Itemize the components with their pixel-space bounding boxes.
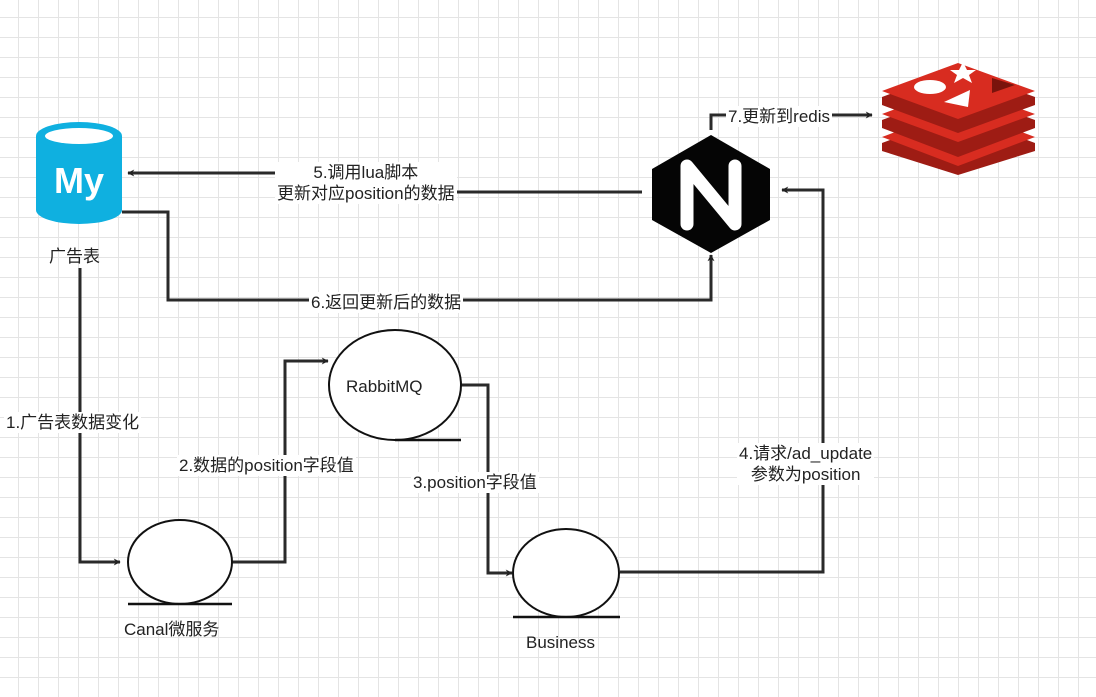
canal-node [127,519,233,606]
edge-6-mysql-to-nginx [122,210,715,302]
edge-5-label-line1: 5.调用lua脚本 [313,163,419,182]
edge-4-label-line1: 4.请求/ad_update [739,444,873,463]
edge-4-label-line2: 参数为position [750,465,861,484]
business-label: Business [526,633,595,652]
canal-label: Canal微服务 [124,620,220,639]
edge-1-mysql-to-canal [78,268,121,566]
mysql-logo-text: My [54,160,104,201]
rabbitmq-label: RabbitMQ [346,377,423,396]
nginx-hexagon-icon [652,135,770,253]
edge-4-label: 4.请求/ad_update 参数为position [737,443,875,485]
edge-4-business-to-nginx [620,186,825,574]
edge-7-label: 7.更新到redis [726,106,833,127]
redis-stack-icon [882,62,1035,175]
business-node [512,528,620,619]
edge-5-label: 5.调用lua脚本 更新对应position的数据 [275,162,457,204]
edge-5-label-line2: 更新对应position的数据 [277,184,455,203]
mysql-database-icon: My [36,122,122,224]
mysql-label: 广告表 [49,247,100,266]
edge-2-label: 2.数据的position字段值 [177,455,356,476]
edge-3-label: 3.position字段值 [411,472,539,493]
edge-1-label: 1.广告表数据变化 [4,412,142,433]
rabbitmq-node [328,329,462,442]
edge-6-label: 6.返回更新后的数据 [309,292,464,313]
